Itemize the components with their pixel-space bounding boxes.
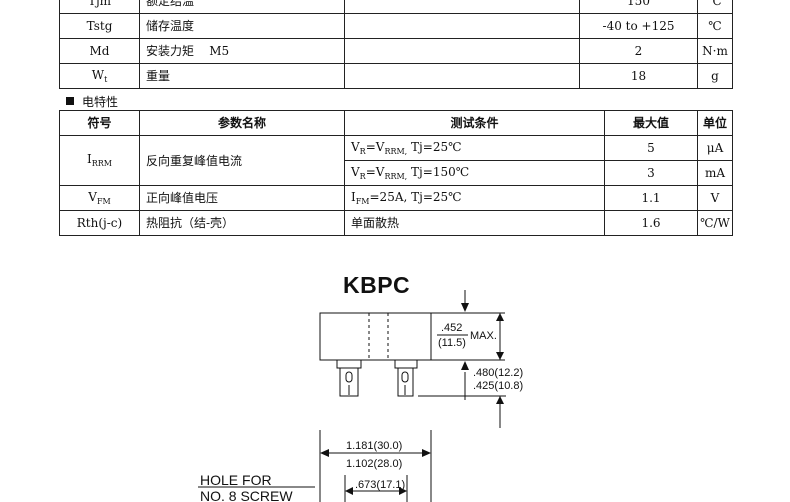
symbol-cell: VFM (59, 185, 140, 211)
dim-lead-min: .425(10.8) (473, 380, 523, 392)
header-symbol: 符号 (59, 110, 140, 136)
arrow (422, 449, 431, 457)
symbol-cell: Wt (59, 63, 140, 89)
condition-cell: VR=VRRM, Tj=150℃ (344, 160, 605, 186)
terminal-left (336, 359, 362, 397)
section-title: 电特性 (82, 95, 119, 109)
value-cell: 18 (579, 63, 698, 89)
ratings-table: Tjm 额定结温 150 ℃ Tstg 储存温度 -40 to +125 ℃ M… (59, 0, 733, 89)
param-name-cell: 热阻抗（结-壳） (139, 210, 345, 236)
dim-height-suffix: MAX. (470, 330, 497, 342)
cond-text: =V (365, 139, 385, 154)
unit-cell: g (697, 63, 733, 89)
dim-height-in: .452 (441, 322, 462, 334)
arrow (496, 313, 504, 321)
cond-text: =25A, Tj=25℃ (369, 189, 462, 204)
symbol-main: V (88, 189, 97, 204)
cond-text: I (351, 189, 356, 204)
param-name-cell: 反向重复峰值电流 (139, 135, 345, 186)
table-row: Md 安装力矩 M5 2 N·m (59, 38, 733, 64)
dim-height-mm: (11.5) (438, 337, 466, 349)
symbol-subscript: RRM (91, 159, 112, 168)
symbol-cell: Tstg (59, 13, 140, 39)
arrow (496, 352, 504, 360)
symbol-subscript: FM (96, 196, 111, 206)
cond-text: Tj=25℃ (407, 139, 462, 154)
cond-text: =V (365, 164, 385, 179)
param-name-cell: 重量 (139, 63, 345, 89)
hole-note-line2: NO. 8 SCREW (200, 488, 293, 502)
header-condition: 测试条件 (344, 110, 605, 136)
arrow (461, 303, 469, 312)
cond-sub: FM (355, 196, 370, 206)
table-header-row: 符号 参数名称 测试条件 最大值 单位 (59, 110, 733, 136)
unit-cell: ℃/W (697, 210, 733, 236)
symbol-cell: Rth(j-c) (59, 210, 140, 236)
symbol-main: I (87, 152, 92, 166)
cond-text: V (351, 164, 360, 179)
dim-inner: .673(17.1) (355, 479, 405, 491)
arrow (320, 449, 329, 457)
header-unit: 单位 (697, 110, 733, 136)
table-row: IRRM 反向重复峰值电流 VR=VRRM, Tj=25℃ 5 μA (59, 135, 733, 186)
symbol-cell: Md (59, 38, 140, 64)
cond-sub: R (359, 171, 366, 181)
symbol-main: W (91, 67, 105, 82)
package-body (319, 312, 432, 361)
table-row: Tjm 额定结温 150 ℃ (59, 0, 733, 14)
symbol-subscript: t (104, 74, 108, 84)
hole-note-line1: HOLE FOR (200, 472, 272, 488)
unit-cell: N·m (697, 38, 733, 64)
dim-lead-max: .480(12.2) (473, 367, 523, 379)
terminal-right (394, 359, 418, 397)
cond-text: V (351, 139, 360, 154)
cond-sub: RRM, (384, 171, 408, 181)
cond-sub: RRM, (384, 146, 408, 156)
bullet-square (66, 97, 74, 105)
value-cell: -40 to +125 (579, 13, 698, 39)
condition-cell: 单面散热 (344, 210, 605, 236)
dim-width-max: 1.181(30.0) (346, 440, 402, 452)
arrow (399, 487, 407, 495)
package-title: KBPC (343, 272, 411, 298)
header-name: 参数名称 (139, 110, 345, 136)
section-heading: 电特性 (66, 93, 118, 110)
arrow (496, 396, 504, 404)
arrow (461, 361, 469, 370)
condition-cell (344, 13, 580, 39)
arrow (345, 487, 353, 495)
electrical-table: 符号 参数名称 测试条件 最大值 单位 IRRM 反向重复峰值电流 VR=VRR… (59, 110, 733, 236)
dim-width-min: 1.102(28.0) (346, 458, 402, 470)
table-row: Wt 重量 18 g (59, 63, 733, 89)
unit-cell: μA (697, 135, 733, 161)
cond-text: Tj=150℃ (407, 164, 470, 179)
condition-cell: VR=VRRM, Tj=25℃ (344, 135, 605, 161)
table-row: Rth(j-c) 热阻抗（结-壳） 单面散热 1.6 ℃/W (59, 210, 733, 236)
table-row: Tstg 储存温度 -40 to +125 ℃ (59, 13, 733, 39)
param-name-cell: 安装力矩 M5 (139, 38, 345, 64)
condition-cell (344, 63, 580, 89)
max-cell: 1.6 (604, 210, 698, 236)
cond-sub: R (359, 146, 366, 156)
